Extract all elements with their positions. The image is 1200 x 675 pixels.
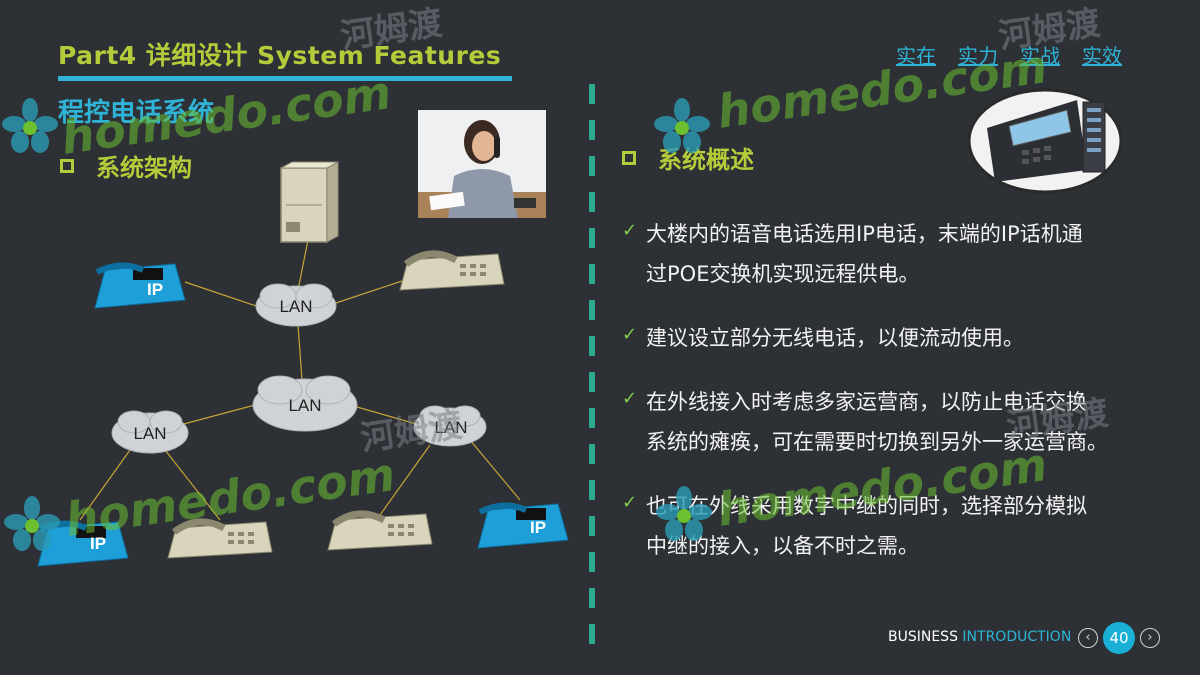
analog-phone-icon (399, 250, 505, 291)
left-sub-heading-label: 系统架构 (96, 154, 192, 182)
lan-cloud-top (255, 283, 337, 327)
square-bullet-icon (60, 158, 74, 173)
network-diagram: LAN LAN LAN LAN IP IP IP (37, 161, 569, 567)
ip-label: IP (147, 280, 163, 299)
woman-on-phone-photo (418, 110, 546, 218)
square-bullet-icon (622, 150, 636, 165)
footer-introduction: INTRODUCTION (962, 629, 1072, 645)
bullet-line: 建议设立部分无线电话，以便流动使用。 (646, 326, 1024, 350)
lan-cloud-right (413, 405, 487, 447)
bullet-item: ✓ 大楼内的语音电话选用IP电话，末端的IP话机通过POE交换机实现远程供电。 (622, 214, 1182, 294)
bullet-item: ✓ 也可在外线采用数字中继的同时，选择部分模拟中继的接入，以备不时之需。 (622, 486, 1182, 566)
server-icon (280, 161, 339, 243)
bullet-line: 在外线接入时考虑多家运营商，以防止电话交换 (646, 390, 1087, 414)
bullet-line: 系统的瘫痪，可在需要时切换到另外一家运营商。 (646, 430, 1108, 454)
ip-phone-icon (477, 502, 569, 549)
header-title: Part4 详细设计 System Features (58, 41, 502, 70)
section-title: 程控电话系统 (58, 98, 215, 128)
column-divider (589, 84, 595, 644)
bullet-item: ✓ 在外线接入时考虑多家运营商，以防止电话交换系统的瘫痪，可在需要时切换到另外一… (622, 382, 1182, 462)
check-icon: ✓ (622, 492, 638, 513)
tagline-item: 实在 (896, 44, 936, 68)
bullet-line: 过POE交换机实现远程供电。 (646, 262, 920, 286)
ip-phone-photo (967, 88, 1123, 194)
check-icon: ✓ (622, 388, 638, 409)
lan-label: LAN (279, 297, 312, 316)
ip-label: IP (90, 534, 106, 553)
lan-label: LAN (434, 418, 467, 437)
check-icon: ✓ (622, 324, 638, 345)
lan-cloud-center (252, 375, 358, 432)
next-page-button[interactable]: › (1140, 628, 1160, 648)
bullet-line: 大楼内的语音电话选用IP电话，末端的IP话机通 (646, 222, 1083, 246)
tagline: 实在实力实战实效 (896, 40, 1122, 69)
lan-label: LAN (288, 396, 321, 415)
bullet-line: 也可在外线采用数字中继的同时，选择部分模拟 (646, 494, 1087, 518)
lan-cloud-left (111, 410, 189, 454)
watermark-flower-icon (4, 496, 60, 551)
check-icon: ✓ (622, 220, 638, 241)
lan-label: LAN (133, 424, 166, 443)
watermark-flower-icon (656, 486, 712, 541)
footer-business: BUSINESS (888, 629, 958, 645)
analog-phone-icon (167, 518, 273, 559)
lan-clouds (111, 283, 487, 454)
ip-label: IP (530, 518, 546, 537)
page-number: 40 (1103, 622, 1135, 654)
watermark-flower-icon (654, 98, 710, 153)
header-underline (58, 76, 512, 81)
tagline-item: 实效 (1082, 44, 1122, 68)
prev-page-button[interactable]: ‹ (1078, 628, 1098, 648)
watermark-flower-icon (2, 98, 58, 153)
footer-label: BUSINESS INTRODUCTION (888, 629, 1071, 645)
bullet-item: ✓ 建议设立部分无线电话，以便流动使用。 (622, 318, 1182, 358)
ip-phone-icon (94, 262, 186, 309)
left-sub-heading: 系统架构 (60, 148, 192, 183)
analog-phone-icon (327, 510, 433, 551)
overview-bullet-list: ✓ 大楼内的语音电话选用IP电话，末端的IP话机通过POE交换机实现远程供电。 … (622, 214, 1182, 590)
tagline-item: 实力 (958, 44, 998, 68)
tagline-item: 实战 (1020, 44, 1060, 68)
